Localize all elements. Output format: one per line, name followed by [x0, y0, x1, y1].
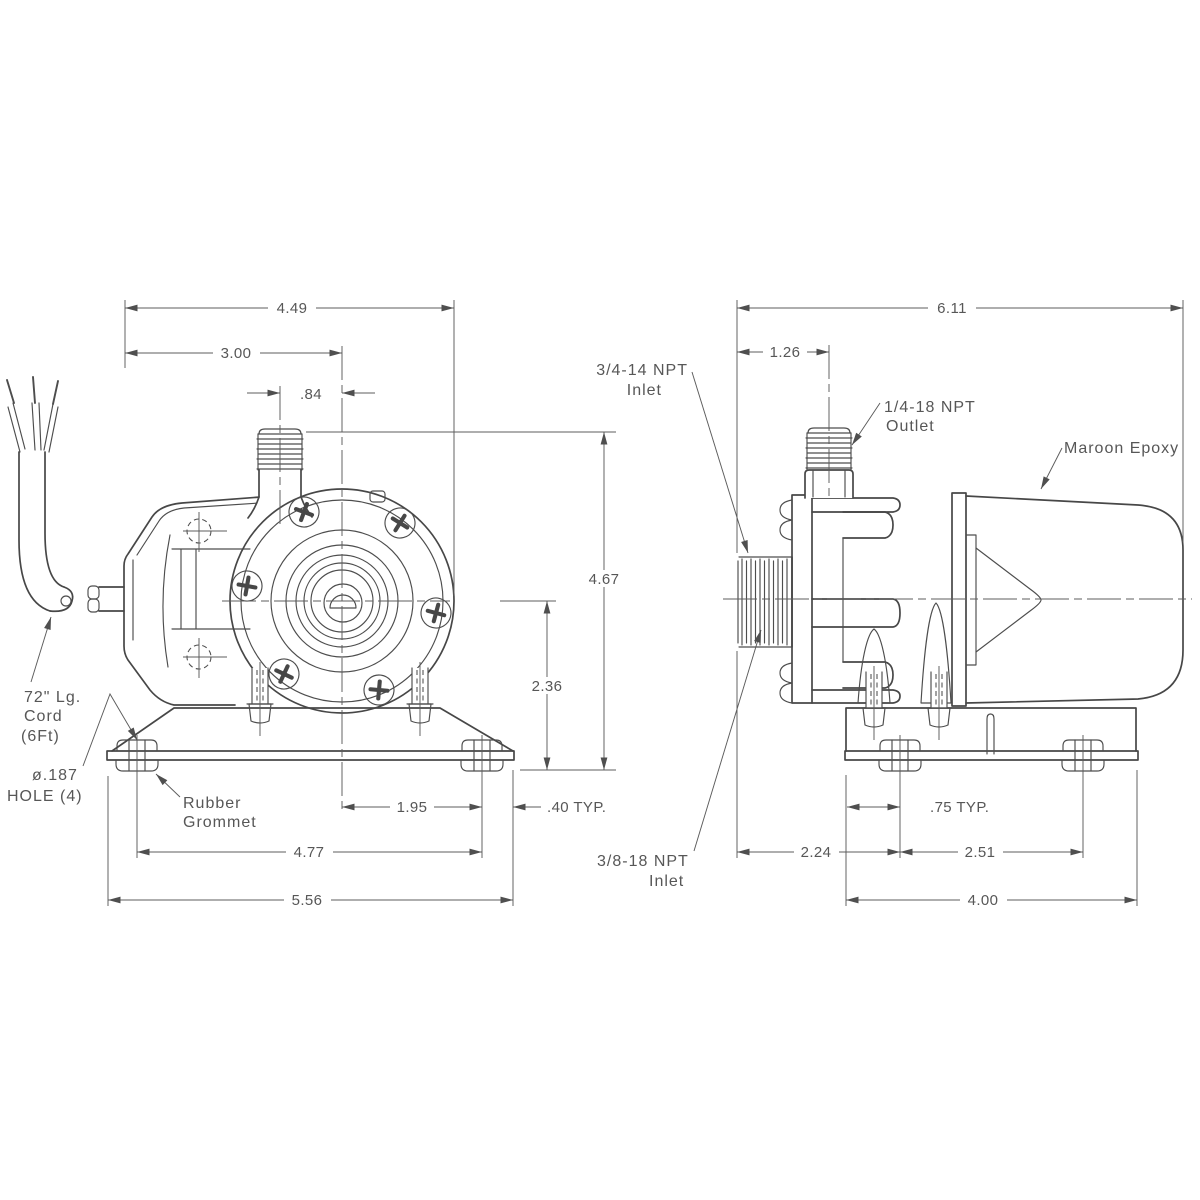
shaft-hub: [323, 583, 363, 623]
annotation-text: 1/4-18 NPT: [884, 399, 976, 416]
dim-edge-to-center: 3.00: [125, 345, 342, 362]
mounting-stud: [406, 661, 434, 737]
annotation-inlet-38npt: 3/8-18 NPT Inlet: [597, 629, 765, 890]
annotation-text: 72" Lg.: [24, 689, 81, 706]
mounting-base-front: [106, 707, 515, 761]
screw-icon: [418, 595, 455, 632]
annotation-text: 3/4-14 NPT: [596, 362, 688, 379]
motor-bracket-front: [123, 496, 262, 706]
dim-overall-width: 4.49: [125, 300, 454, 317]
screw-icon: [230, 569, 265, 604]
dim-center-height: 2.36: [524, 601, 570, 770]
dimensions-front: 4.49 3.00 .84 4.67 2.36: [107, 300, 627, 909]
base-slot: [986, 713, 995, 755]
dim-base-length: 4.00: [846, 892, 1137, 909]
dim-outlet-to-center: .84: [247, 386, 375, 403]
dim-label: 2.51: [965, 844, 996, 861]
annotation-rubber-grommet: Rubber Grommet: [153, 771, 257, 831]
annotation-text: HOLE (4): [7, 788, 83, 805]
dim-label: 3.00: [221, 345, 252, 362]
dim-face-to-outlet: 1.26: [737, 344, 829, 361]
dim-label: 1.26: [770, 344, 801, 361]
annotation-text: Inlet: [649, 873, 684, 890]
dim-label: 1.95: [397, 799, 428, 816]
dim-overall-height: 4.67: [581, 432, 627, 770]
side-view: [737, 427, 1184, 772]
dim-label: 6.11: [937, 300, 967, 317]
internal-cone: [975, 547, 1042, 653]
dim-overall-length: 6.11: [737, 300, 1183, 317]
dim-label: 4.49: [277, 300, 308, 317]
annotation-text: Inlet: [627, 382, 662, 399]
dim-label: .75 TYP.: [930, 799, 989, 816]
dim-label: 5.56: [292, 892, 323, 909]
annotation-text: Maroon Epoxy: [1064, 440, 1179, 457]
annotation-text: 3/8-18 NPT: [597, 853, 689, 870]
screw-icon: [264, 654, 304, 694]
motor-side: [951, 492, 1184, 707]
dim-label: 4.67: [589, 571, 620, 588]
dim-face-to-grommet: 2.24: [737, 844, 900, 861]
screw-icon: [379, 502, 420, 543]
centerlines: [136, 345, 1192, 858]
dim-grommet-edge-margin: .40 TYP.: [513, 799, 606, 816]
annotation-text: Grommet: [183, 814, 257, 831]
annotation-mounting-hole: ø.187 HOLE (4): [7, 692, 140, 805]
annotation-text: ø.187: [32, 767, 78, 784]
dim-label: 2.36: [532, 678, 563, 695]
dimensions-side: 6.11 1.26 .75 TYP. 2.24 2.5: [736, 300, 1184, 909]
annotation-text: (6Ft): [21, 728, 60, 745]
annotations: 72" Lg. Cord (6Ft) ø.187 HOLE (4) Rubber…: [7, 362, 1179, 890]
dim-label: 4.77: [294, 844, 325, 861]
mounting-base-side: [844, 707, 1139, 761]
dim-grommet-spacing: 4.77: [137, 844, 482, 861]
dim-label: 4.00: [968, 892, 999, 909]
annotation-text: Outlet: [886, 418, 935, 435]
annotation-text: Cord: [24, 708, 63, 725]
shaft-d-bore: [329, 594, 357, 609]
annotation-inlet-34npt: 3/4-14 NPT Inlet: [596, 362, 752, 554]
rim-tab: [369, 490, 386, 503]
annotation-cord: 72" Lg. Cord (6Ft): [21, 616, 81, 745]
dim-base-width: 5.56: [108, 892, 513, 909]
bolt-heads: [779, 499, 793, 704]
front-view: [6, 376, 515, 772]
maroon-epoxy-shell: [965, 495, 1184, 704]
dim-label: .40 TYP.: [547, 799, 606, 816]
power-cord: [6, 376, 74, 613]
inlet-threads-34npt: [737, 556, 793, 648]
annotation-maroon-epoxy: Maroon Epoxy: [1037, 440, 1179, 491]
dim-grommet-inset: .75 TYP.: [847, 799, 989, 816]
annotation-text: Rubber: [183, 795, 241, 812]
thread-lines: [741, 558, 788, 646]
dim-grommet-spacing-side: 2.51: [900, 844, 1083, 861]
dim-label: .84: [300, 386, 322, 403]
annotation-outlet-14npt: 1/4-18 NPT Outlet: [849, 399, 976, 447]
cord-entry-boss: [87, 585, 125, 613]
dim-center-to-grommet: 1.95: [342, 799, 482, 816]
pump-head-side: [779, 494, 901, 704]
volute-lugs-side: [857, 602, 952, 704]
bearing-housing: [965, 534, 977, 666]
dim-label: 2.24: [801, 844, 832, 861]
